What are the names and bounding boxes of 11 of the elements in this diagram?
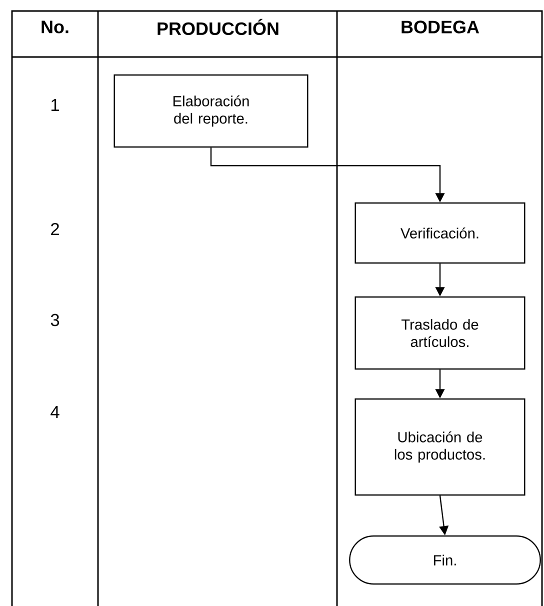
process-box: Verificación. (354, 202, 526, 264)
row-number: 4 (50, 406, 60, 418)
row-number: 1 (52, 99, 59, 111)
process-box: Traslado de artículos. (354, 296, 526, 370)
column-header: PRODUCCIÓN (158, 18, 278, 36)
row-number: 3 (50, 314, 60, 326)
column-header: BODEGA (402, 20, 480, 34)
row-number: 2 (51, 222, 59, 236)
process-box: Ubicación de los productos. (354, 398, 526, 496)
column-header: No. (42, 20, 68, 34)
process-box: Elaboración del reporte. (114, 74, 308, 148)
